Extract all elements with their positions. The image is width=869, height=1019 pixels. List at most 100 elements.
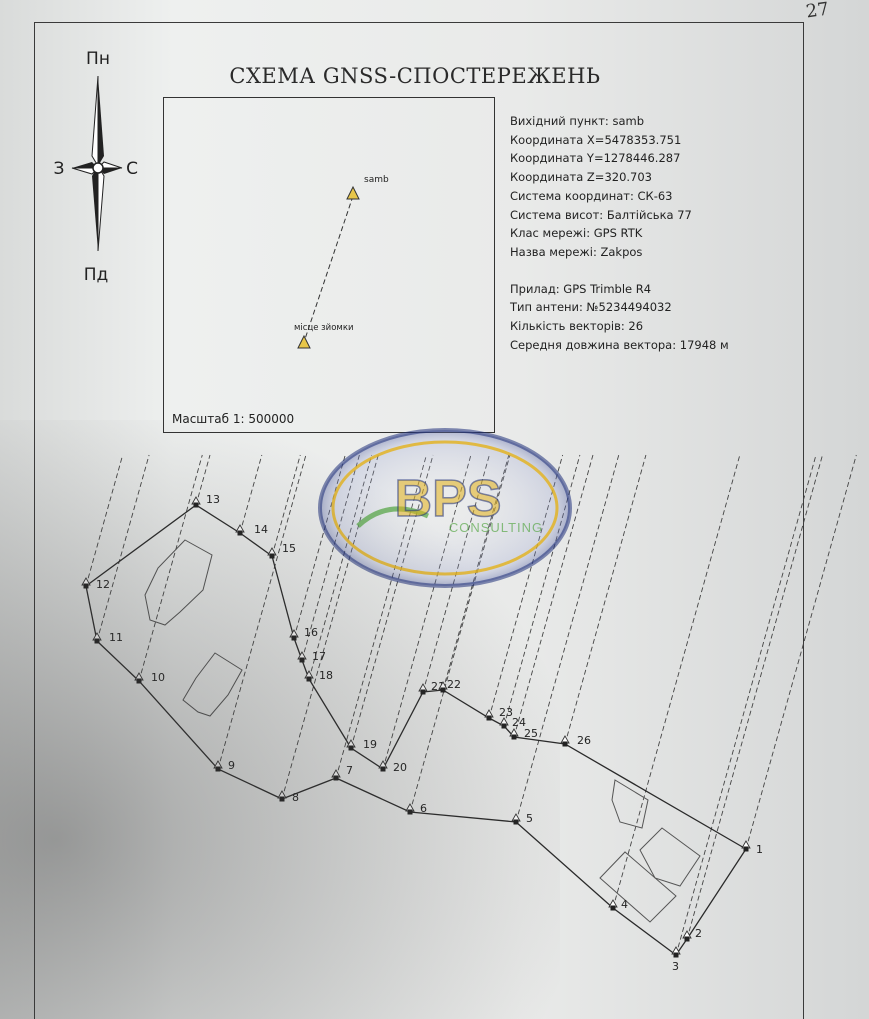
info-coord-z: Координата Z=320.703 xyxy=(510,170,652,185)
gnss-vector-line xyxy=(350,454,434,749)
survey-point-label: 7 xyxy=(346,764,353,777)
survey-point-dot xyxy=(501,723,507,729)
survey-point-16: 16 xyxy=(289,626,318,641)
building-outline xyxy=(144,539,213,626)
overview-map-canvas: samb місце зйомки xyxy=(294,175,389,349)
survey-point-label: 10 xyxy=(151,671,165,684)
building-outline xyxy=(639,827,701,887)
compass-east-label: С xyxy=(126,159,138,179)
survey-point-dot xyxy=(215,766,221,772)
survey-point-7: 7 xyxy=(331,764,353,781)
compass-west-label: З xyxy=(54,159,65,179)
info-network-name: Назва мережі: Zakpos xyxy=(510,244,643,259)
survey-point-label: 16 xyxy=(304,626,318,639)
gnss-vector-line xyxy=(513,454,594,738)
map-scale: Масштаб 1: 500000 xyxy=(172,412,295,426)
watermark-brand: BPS xyxy=(395,470,502,528)
survey-point-label: 5 xyxy=(526,812,533,825)
survey-point-3: 3 xyxy=(671,946,681,973)
survey-site-icon xyxy=(297,334,311,349)
info-vectors: Кількість векторів: 26 xyxy=(510,319,644,334)
survey-point-23: 23 xyxy=(484,706,513,721)
gnss-vector-line xyxy=(382,454,472,770)
compass-needle-icon xyxy=(71,75,123,252)
survey-point-dot xyxy=(94,638,100,644)
overview-vector-line xyxy=(303,195,354,343)
survey-point-dot xyxy=(743,846,749,852)
info-coord-system: Система координат: СК-63 xyxy=(510,188,673,203)
survey-point-label: 14 xyxy=(254,523,268,536)
survey-point-26: 26 xyxy=(560,734,591,747)
watermark-swoosh-icon xyxy=(356,506,430,528)
survey-point-label: 24 xyxy=(512,716,526,729)
survey-point-11: 11 xyxy=(92,631,123,644)
building-outline xyxy=(611,779,649,829)
survey-point-dot xyxy=(348,745,354,751)
info-base-point: Вихідний пункт: samb xyxy=(510,114,644,128)
survey-point-dot xyxy=(83,583,89,589)
compass-south-label: Пд xyxy=(84,265,109,285)
survey-point-label: 26 xyxy=(577,734,591,747)
overview-map: samb місце зйомки Масштаб 1: 500000 xyxy=(163,97,495,433)
survey-point-dot xyxy=(562,741,568,747)
survey-point-label: 23 xyxy=(499,706,513,719)
gnss-vector-line xyxy=(195,454,211,506)
survey-point-label: 20 xyxy=(393,761,407,774)
survey-point-label: 9 xyxy=(228,759,235,772)
survey-point-label: 22 xyxy=(447,678,461,691)
station-info: Вихідний пункт: samb Координата X=547835… xyxy=(510,112,810,354)
survey-site-label: місце зйомки xyxy=(294,323,353,333)
base-station-label: samb xyxy=(364,175,389,185)
survey-point-2: 2 xyxy=(682,927,702,942)
info-coord-y: Координата Y=1278446.287 xyxy=(510,151,681,166)
building-outline xyxy=(599,851,677,923)
watermark-ring xyxy=(318,428,572,588)
survey-point-8: 8 xyxy=(277,790,299,804)
gnss-vector-line xyxy=(138,454,203,682)
survey-point-label: 4 xyxy=(621,898,628,911)
survey-point-label: 2 xyxy=(695,927,702,940)
survey-point-label: 8 xyxy=(292,791,299,804)
info-network-class: Клас мережі: GPS RTK xyxy=(510,226,643,241)
survey-point-label: 11 xyxy=(109,631,123,644)
survey-point-label: 15 xyxy=(282,542,296,555)
survey-point-18: 18 xyxy=(304,669,333,682)
survey-point-dot xyxy=(673,952,679,958)
survey-point-dot xyxy=(269,553,275,559)
base-station-icon xyxy=(346,185,360,200)
survey-point-dot xyxy=(420,689,426,695)
survey-point-1: 1 xyxy=(741,840,763,856)
compass-north-label: Пн xyxy=(86,49,110,69)
survey-point-dot xyxy=(513,819,519,825)
survey-point-17: 17 xyxy=(297,650,326,663)
building-outlines xyxy=(144,539,701,923)
survey-point-5: 5 xyxy=(511,812,533,825)
survey-point-dot xyxy=(279,796,285,802)
watermark-tagline: CONSULTING xyxy=(449,520,543,535)
gnss-vector-line xyxy=(612,454,741,909)
survey-point-14: 14 xyxy=(235,523,268,536)
bps-consulting-watermark: BPS CONSULTING xyxy=(318,428,572,588)
survey-point-25: 25 xyxy=(509,727,538,740)
survey-point-dot xyxy=(299,657,305,663)
survey-point-dot xyxy=(486,715,492,721)
document-page xyxy=(34,22,804,1019)
compass-rose: Пн Пд З С xyxy=(54,49,138,285)
survey-point-dot xyxy=(380,766,386,772)
info-height-system: Система висот: Балтійська 77 xyxy=(510,207,692,222)
survey-point-label: 19 xyxy=(363,738,377,751)
survey-point-dot xyxy=(684,936,690,942)
page-title: СХЕМА GNSS-СПОСТЕРЕЖЕНЬ xyxy=(229,64,601,88)
watermark-inner-ring xyxy=(331,440,559,576)
survey-point-label: 17 xyxy=(312,650,326,663)
survey-point-20: 20 xyxy=(378,760,407,774)
survey-point-dot xyxy=(333,775,339,781)
survey-point-22: 22 xyxy=(438,678,461,693)
gnss-vector-line xyxy=(564,454,647,745)
info-coord-x: Координата X=5478353.751 xyxy=(510,132,682,147)
survey-point-6: 6 xyxy=(405,802,427,815)
survey-point-label: 12 xyxy=(96,578,110,591)
gnss-vector-line xyxy=(239,454,263,534)
